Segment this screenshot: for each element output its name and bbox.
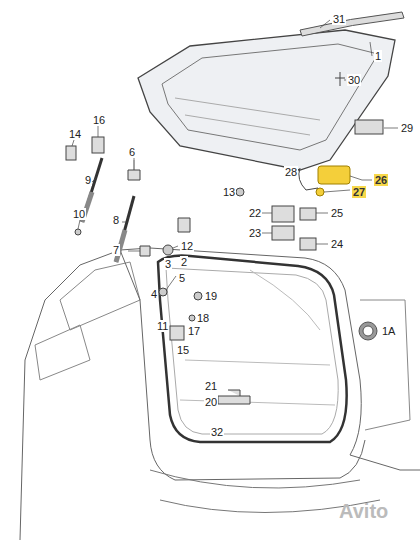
callout-number: 27 [352, 186, 366, 198]
callout-number: 31 [332, 13, 346, 25]
callout-number: 19 [204, 290, 218, 302]
callout-number: 5 [178, 272, 186, 284]
callout-number: 29 [400, 122, 414, 134]
callout-number: 4 [150, 288, 158, 300]
callout-number: 16 [92, 114, 106, 126]
callout-number: 23 [248, 227, 262, 239]
callout-number: 6 [128, 146, 136, 158]
callout-number: 9 [84, 174, 92, 186]
callout-number: 13 [222, 186, 236, 198]
callout-number: 1 [374, 50, 382, 62]
callout-number: 20 [204, 396, 218, 408]
callout-number: 11 [156, 320, 169, 332]
callout-number: 14 [68, 128, 82, 140]
callout-number: 3 [164, 258, 172, 270]
callout-number: 25 [330, 207, 344, 219]
callout-number: 24 [330, 238, 344, 250]
callout-number: 7 [112, 244, 120, 256]
callout-number: 22 [248, 207, 262, 219]
callout-number: 1A [381, 325, 396, 337]
callout-number: 28 [284, 166, 298, 178]
callout-number: 2 [180, 256, 188, 268]
callout-number: 15 [176, 344, 190, 356]
callout-number: 21 [204, 380, 218, 392]
callout-number: 30 [347, 74, 361, 86]
callout-number: 8 [112, 214, 120, 226]
callout-number: 10 [72, 208, 86, 220]
callout-number: 18 [196, 312, 210, 324]
callout-number: 26 [374, 174, 388, 186]
watermark: Avito [338, 500, 389, 522]
callout-number: 17 [187, 325, 201, 337]
callout-number: 32 [210, 426, 224, 438]
callout-number: 12 [180, 240, 194, 252]
